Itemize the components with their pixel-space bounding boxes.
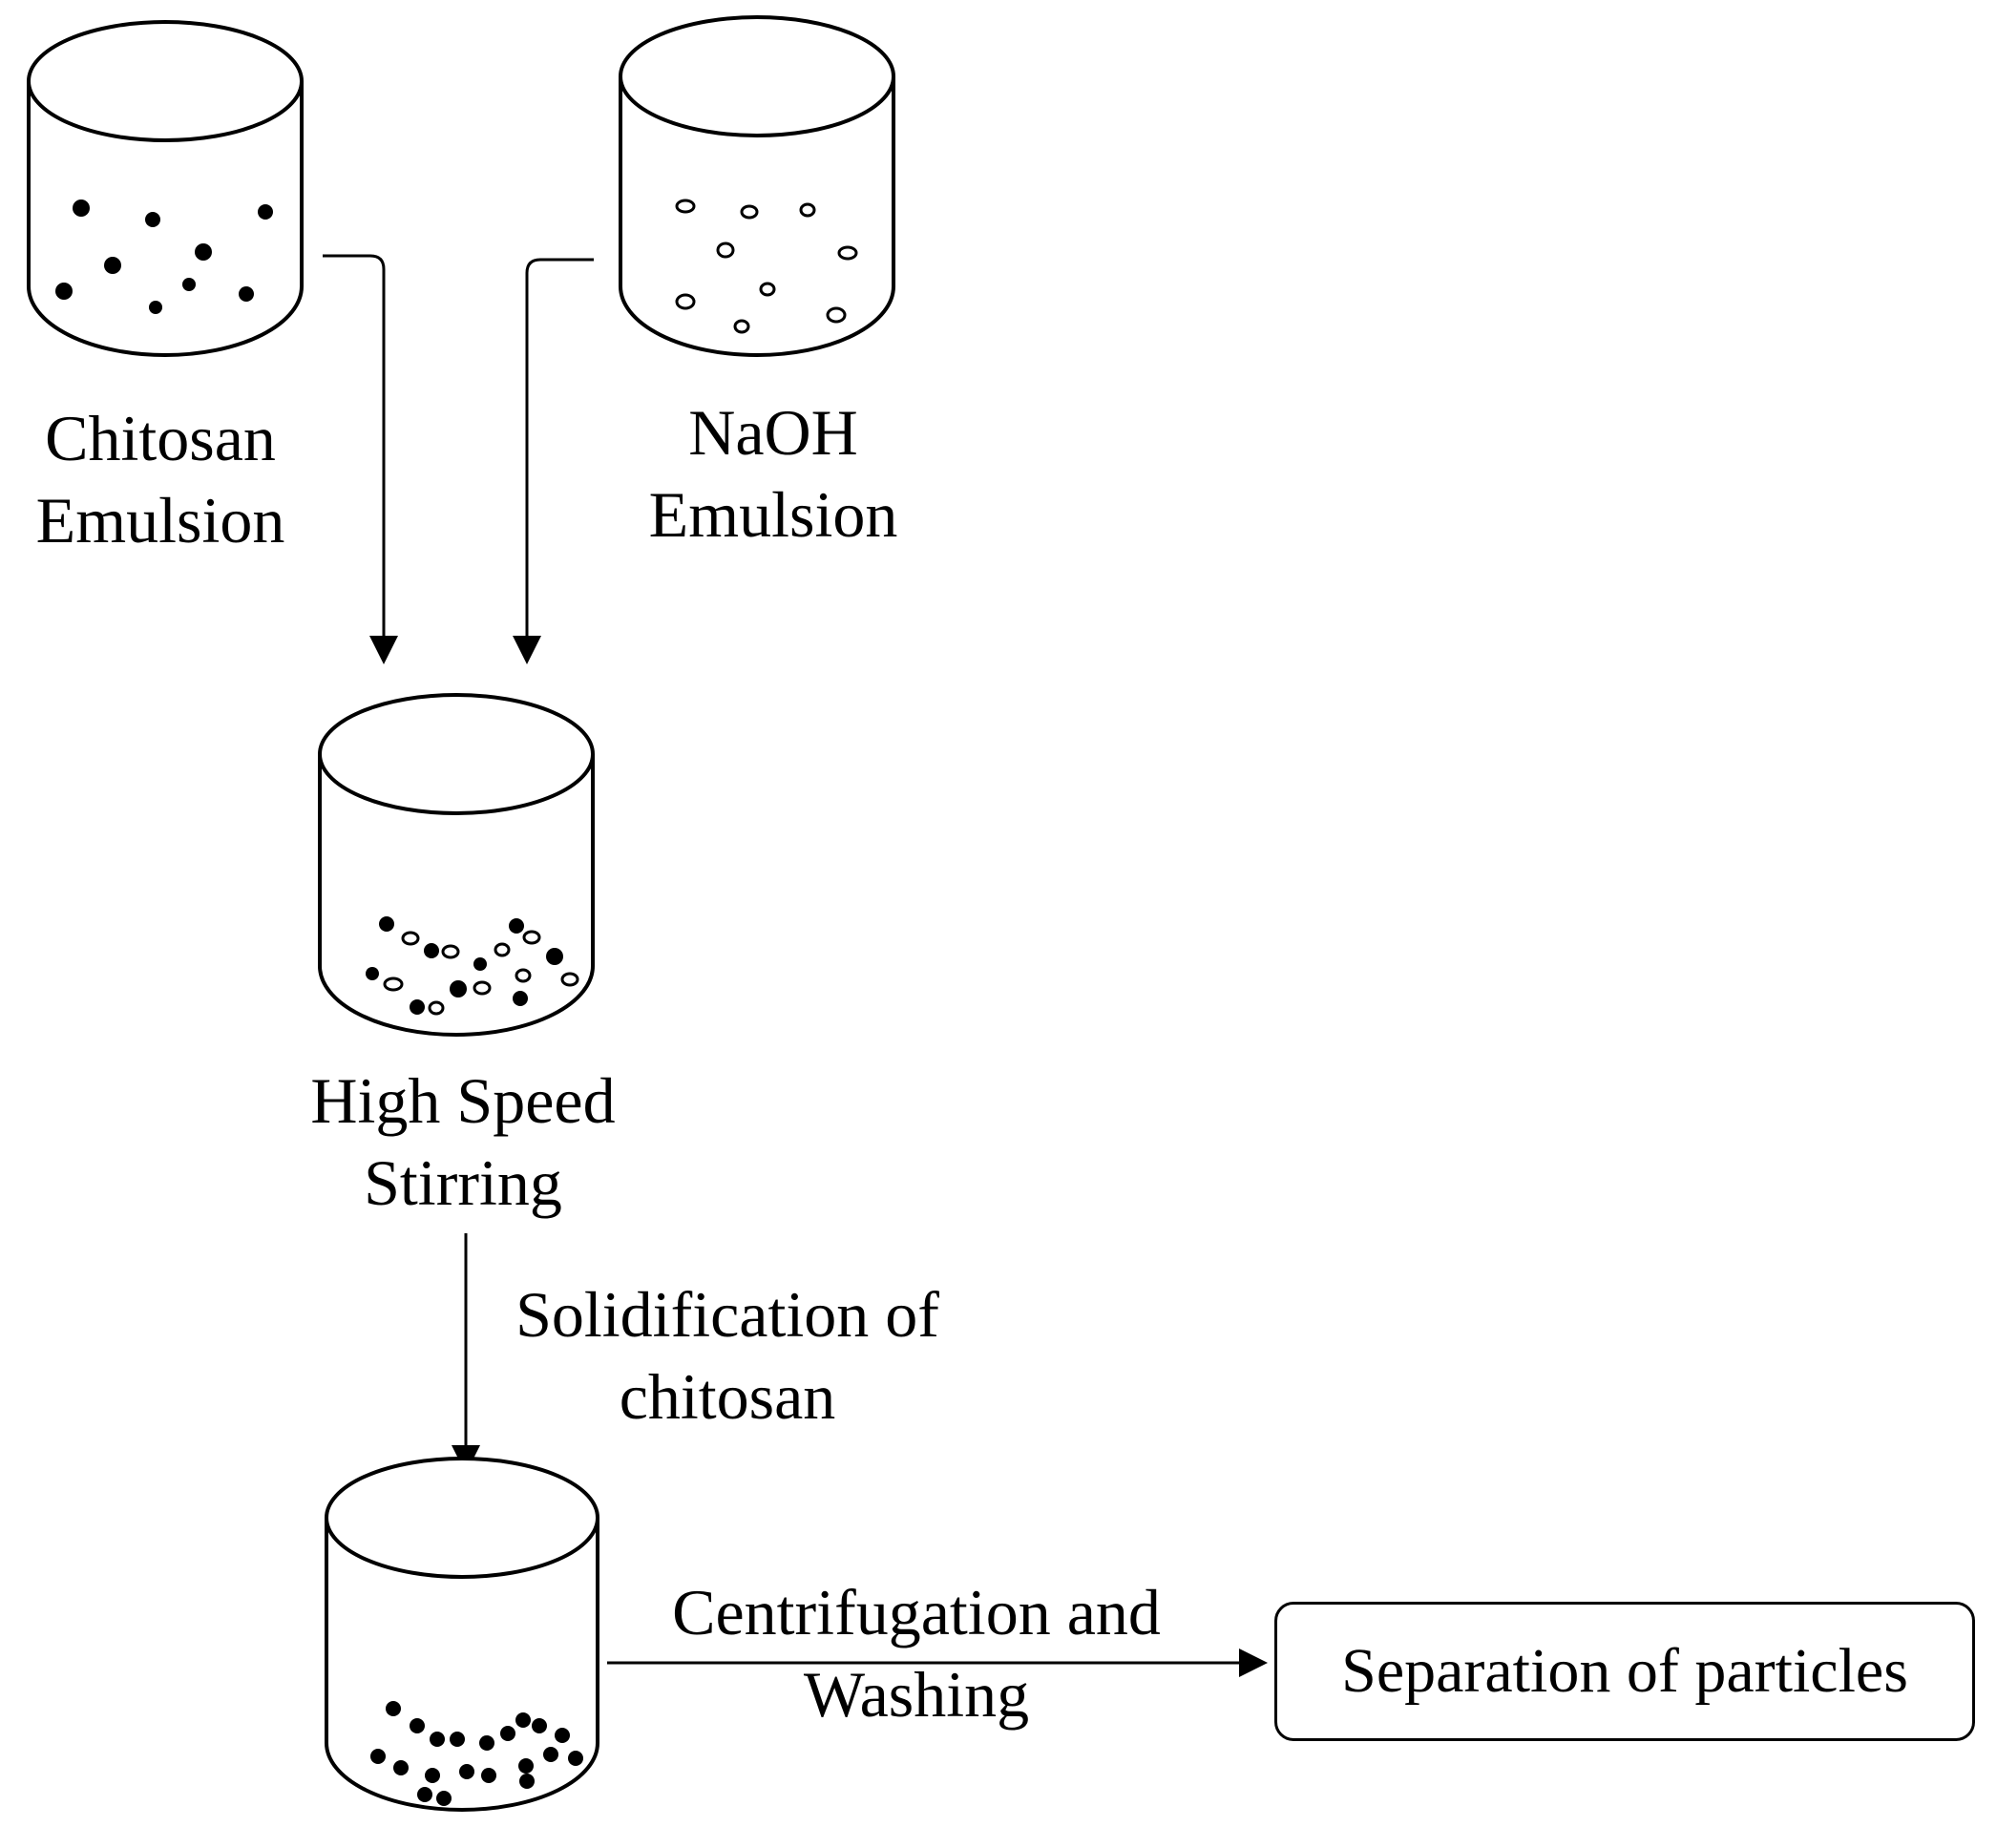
stirring-beaker-icon — [318, 693, 595, 1037]
centrifugation-label-line2: Washing — [803, 1658, 1030, 1731]
naoh-beaker-icon — [619, 15, 895, 357]
solidified-beaker-icon — [325, 1457, 599, 1812]
separation-box: Separation of particles — [1274, 1602, 1975, 1741]
separation-label: Separation of particles — [1341, 1636, 1908, 1706]
solidification-label-line1: Solidification of — [515, 1278, 939, 1351]
solidification-label: Solidification of chitosan — [489, 1273, 966, 1438]
mixed-particles-hollow — [383, 930, 579, 1016]
stirring-label: High Speed Stirring — [277, 1060, 649, 1224]
chitosan-emulsion-label: Chitosan Emulsion — [17, 397, 304, 561]
solidification-label-line2: chitosan — [619, 1360, 836, 1433]
naoh-label-line1: NaOH — [688, 396, 858, 469]
naoh-to-stirring-arrow — [513, 258, 594, 664]
chitosan-beaker-icon — [27, 20, 304, 357]
naoh-emulsion-label: NaOH Emulsion — [630, 391, 916, 556]
chitosan-to-stirring-arrow — [323, 254, 398, 664]
stirring-label-line1: High Speed — [310, 1064, 616, 1137]
centrifugation-label: Centrifugation and Washing — [630, 1571, 1203, 1735]
naoh-label-line2: Emulsion — [648, 478, 898, 551]
mixed-particles-filled — [366, 916, 563, 1015]
chitosan-label-line1: Chitosan — [45, 402, 276, 474]
chitosan-particles — [55, 200, 273, 314]
chitosan-label-line2: Emulsion — [35, 484, 285, 556]
naoh-particles — [675, 199, 858, 334]
solidified-particles — [370, 1701, 583, 1806]
stirring-label-line2: Stirring — [364, 1146, 562, 1219]
centrifugation-label-line1: Centrifugation and — [672, 1576, 1161, 1648]
